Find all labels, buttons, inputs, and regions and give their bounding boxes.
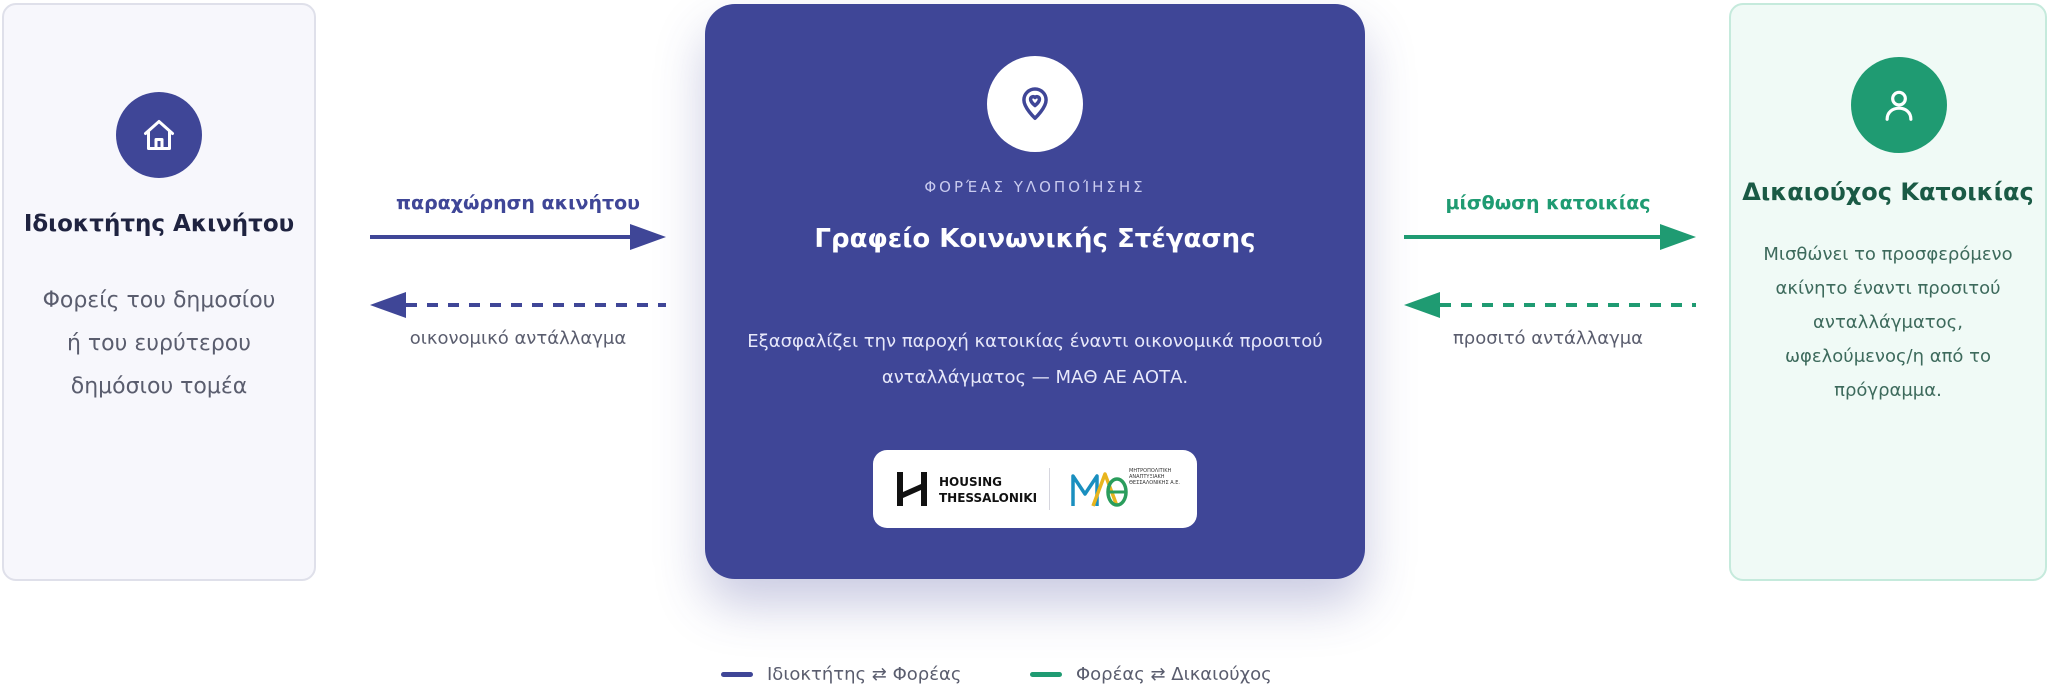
housing-logo-line2: THESSALONIKI — [939, 491, 1038, 505]
agency-role-label: ΦΟΡΈΑΣ ΥΛΟΠΟΊΗΣΗΣ — [924, 178, 1146, 196]
math-logo-fine-print: ΜΗΤΡΟΠΟΛΙΤΙΚΗ ΑΝΑΠΤΥΞΙΑΚΗ ΘΕΣΣΑΛΟΝΙΚΗΣ Α… — [1129, 468, 1180, 486]
legend-swatch-green — [1030, 672, 1062, 677]
agency-title: Γραφείο Κοινωνικής Στέγασης — [814, 224, 1256, 254]
location-pin-icon — [1022, 87, 1048, 120]
arrow-housing-lease — [1404, 224, 1696, 250]
housing-logo-line1: HOUSING — [939, 475, 1002, 489]
legend-label-owner-agency: Ιδιοκτήτης ⇄ Φορέας — [767, 664, 962, 685]
beneficiary-description: Μισθώνει το προσφερόμενο ακίνητο έναντι … — [1763, 244, 2013, 401]
legend-item-agency-beneficiary: Φορέας ⇄ Δικαιούχος — [1030, 664, 1272, 685]
home-icon — [144, 120, 174, 150]
partner-logos: HOUSING THESSALONIKI ΜΗΤΡΟΠΟΛΙΤΙΚΗ ΑΝΑΠΤ… — [873, 450, 1197, 528]
flow-label-affordable-compensation: προσιτό αντάλλαγμα — [1452, 328, 1644, 349]
housing-thessaloniki-logo-text: HOUSING THESSALONIKI — [939, 474, 1037, 506]
housing-thessaloniki-logo-mark — [897, 472, 927, 506]
flow-label-property-grant: παραχώρηση ακινήτου — [395, 192, 640, 214]
agency-card: ΦΟΡΈΑΣ ΥΛΟΠΟΊΗΣΗΣ Γραφείο Κοινωνικής Στέ… — [705, 4, 1365, 579]
beneficiary-card: Δικαιούχος Κατοικίας Μισθώνει το προσφερ… — [1729, 3, 2047, 581]
legend-item-owner-agency: Ιδιοκτήτης ⇄ Φορέας — [721, 664, 961, 685]
logo-divider — [1049, 468, 1050, 510]
flow-label-housing-lease: μίσθωση κατοικίας — [1445, 192, 1651, 214]
user-icon-badge — [1851, 57, 1947, 153]
beneficiary-title: Δικαιούχος Κατοικίας — [1742, 178, 2034, 206]
agency-description: Εξασφαλίζει την παροχή κατοικίας έναντι … — [747, 331, 1323, 388]
owner-title: Ιδιοκτήτης Ακινήτου — [23, 211, 295, 237]
arrow-financial-compensation — [370, 292, 666, 318]
legend-label-agency-beneficiary: Φορέας ⇄ Δικαιούχος — [1076, 664, 1272, 685]
arrow-affordable-compensation — [1404, 292, 1696, 318]
home-icon-badge — [116, 92, 202, 178]
owner-description: Φορείς του δημοσίου ή του ευρύτερου δημό… — [42, 288, 276, 399]
owner-card: Ιδιοκτήτης Ακινήτου Φορείς του δημοσίου … — [2, 3, 316, 581]
flow-label-financial-compensation: οικονομικό αντάλλαγμα — [409, 328, 627, 349]
legend-swatch-indigo — [721, 672, 753, 677]
location-pin-icon-badge — [987, 56, 1083, 152]
user-icon — [1885, 90, 1913, 121]
math-logo-mark — [1071, 472, 1128, 507]
arrow-property-grant — [370, 224, 666, 250]
